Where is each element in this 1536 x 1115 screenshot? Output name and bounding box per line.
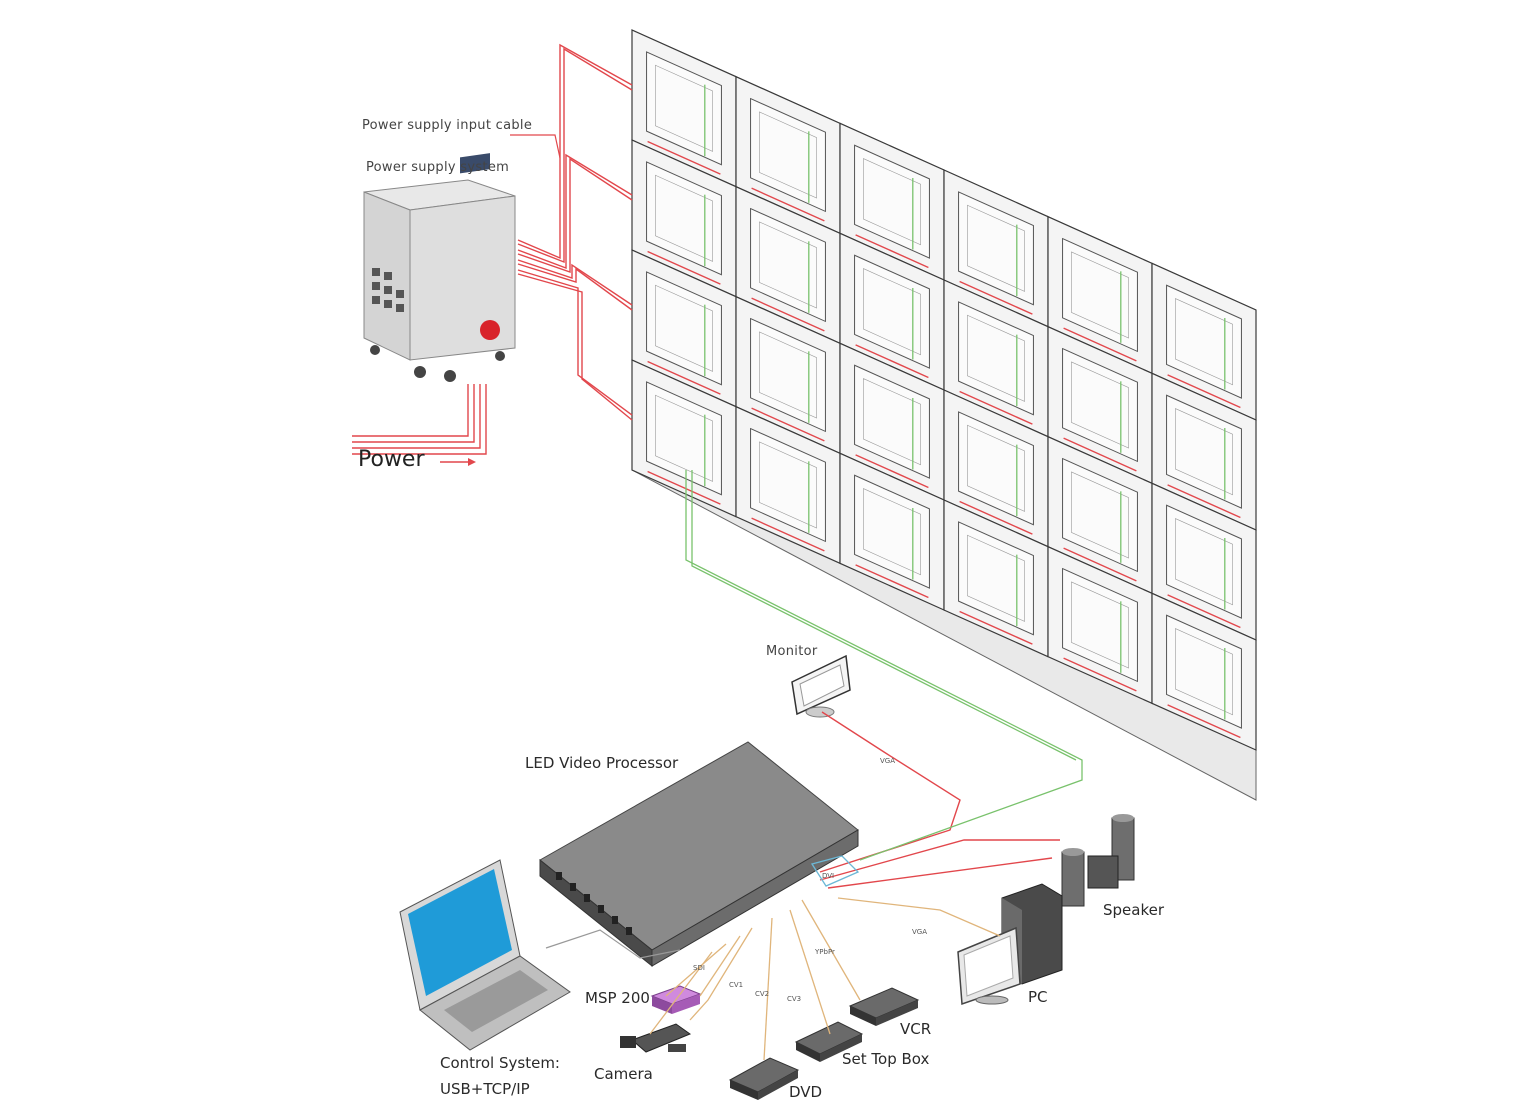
camera-label: Camera <box>594 1065 653 1083</box>
panel-power-link <box>959 500 1033 535</box>
led-panel-icon <box>1151 482 1257 641</box>
camera-icon <box>620 1023 692 1053</box>
speaker-label: Speaker <box>1103 901 1165 919</box>
panel-power-link <box>1167 704 1241 739</box>
panel-power-link <box>1063 657 1137 692</box>
led-panel-icon <box>631 249 737 408</box>
panel-power-link <box>855 454 929 489</box>
led-panel-icon <box>735 295 841 455</box>
panel-power-link <box>647 140 721 175</box>
panel-power-link <box>1063 327 1137 362</box>
led-panel-icon <box>631 29 737 188</box>
led-panel-icon <box>1151 592 1257 751</box>
vga-pc-cable-label: VGA <box>912 928 928 936</box>
panel-power-link <box>1167 484 1241 519</box>
power-label: Power <box>358 447 425 472</box>
video-processor-icon <box>539 741 859 968</box>
led-panel-icon <box>839 232 945 391</box>
led-panel-icon <box>943 389 1049 548</box>
vcr-label: VCR <box>900 1020 932 1038</box>
panel-power-link <box>751 517 825 552</box>
panel-power-link <box>959 610 1033 645</box>
av-cabling <box>545 470 1083 1061</box>
msp-200-label: MSP 200 <box>585 989 650 1007</box>
led-panel-icon <box>1047 325 1153 485</box>
cv1-cable-label: CV1 <box>729 981 744 989</box>
panel-power-link <box>1063 547 1137 582</box>
led-panel-icon <box>839 452 945 611</box>
pc-label: PC <box>1028 988 1048 1006</box>
cv3-cable-label: CV3 <box>787 995 802 1003</box>
power-feed-cable <box>517 47 633 264</box>
panel-power-link <box>855 234 929 269</box>
dvd-label: DVD <box>789 1083 823 1101</box>
set-top-box-label: Set Top Box <box>842 1050 930 1068</box>
power-feed-cable <box>517 157 633 273</box>
panel-power-link <box>959 280 1033 315</box>
ypbpr-cable-label: YPbPr <box>815 948 835 956</box>
led-panel-icon <box>735 405 841 565</box>
led-panel-icon <box>839 122 945 281</box>
panel-power-link <box>647 470 721 505</box>
power-feed-cable <box>517 269 633 416</box>
dvi-cable-label: DVI <box>822 872 835 880</box>
panel-power-link <box>1063 437 1137 472</box>
monitor-label: Monitor <box>766 644 818 659</box>
power-feed-cable <box>517 263 633 311</box>
dvd-icon <box>728 1057 800 1100</box>
led-panel-icon <box>631 359 737 518</box>
cv2-cable-label: CV2 <box>755 990 770 998</box>
led-panel-icon <box>943 499 1049 658</box>
power-feed-cable <box>517 43 633 260</box>
pc-tower-icon <box>957 883 1063 1006</box>
led-panel-icon <box>735 75 841 235</box>
panel-power-link <box>1167 594 1241 629</box>
panel-power-link <box>855 344 929 379</box>
control-protocol-label: USB+TCP/IP <box>440 1080 530 1098</box>
led-panel-icon <box>943 279 1049 438</box>
panel-power-link <box>751 407 825 442</box>
led-panel-icon <box>1151 372 1257 531</box>
led-panel-icon <box>631 139 737 298</box>
panel-power-link <box>959 390 1033 425</box>
led-panel-icon <box>839 342 945 501</box>
msp-box-icon <box>650 985 702 1014</box>
panel-power-link <box>751 187 825 222</box>
led-panel-icon <box>1047 215 1153 375</box>
power-input-cable <box>352 384 487 466</box>
led-panel-icon <box>943 169 1049 328</box>
led-panel-icon <box>1151 262 1257 421</box>
led-panel-icon <box>1047 435 1153 595</box>
power-supply-system-label: Power supply system <box>366 160 510 175</box>
panel-power-link <box>647 360 721 395</box>
power-feed-cable <box>517 259 633 306</box>
monitor-icon <box>791 654 851 718</box>
led-video-processor-label: LED Video Processor <box>525 754 679 772</box>
vcr-icon <box>848 987 920 1026</box>
led-panel-icon <box>735 185 841 345</box>
input-cable-pointer <box>510 134 561 159</box>
vga-monitor-cable-label: VGA <box>880 757 896 765</box>
power-feed-cable <box>517 273 633 421</box>
control-system-label: Control System: <box>440 1054 560 1072</box>
led-wall-cabling <box>517 43 1241 739</box>
panel-power-link <box>751 297 825 332</box>
power-feed-cable <box>517 153 633 270</box>
power-supply-cabinet-icon <box>363 153 516 382</box>
laptop-icon <box>399 859 571 1051</box>
sdi-cable-label: SDI <box>693 964 705 972</box>
speaker-icon <box>1061 814 1135 907</box>
led-wall <box>631 29 1257 751</box>
power-supply-input-cable-label: Power supply input cable <box>362 118 533 133</box>
panel-power-link <box>1167 374 1241 409</box>
panel-power-link <box>647 250 721 285</box>
panel-power-link <box>855 564 929 599</box>
set-top-box-icon <box>794 1021 864 1062</box>
